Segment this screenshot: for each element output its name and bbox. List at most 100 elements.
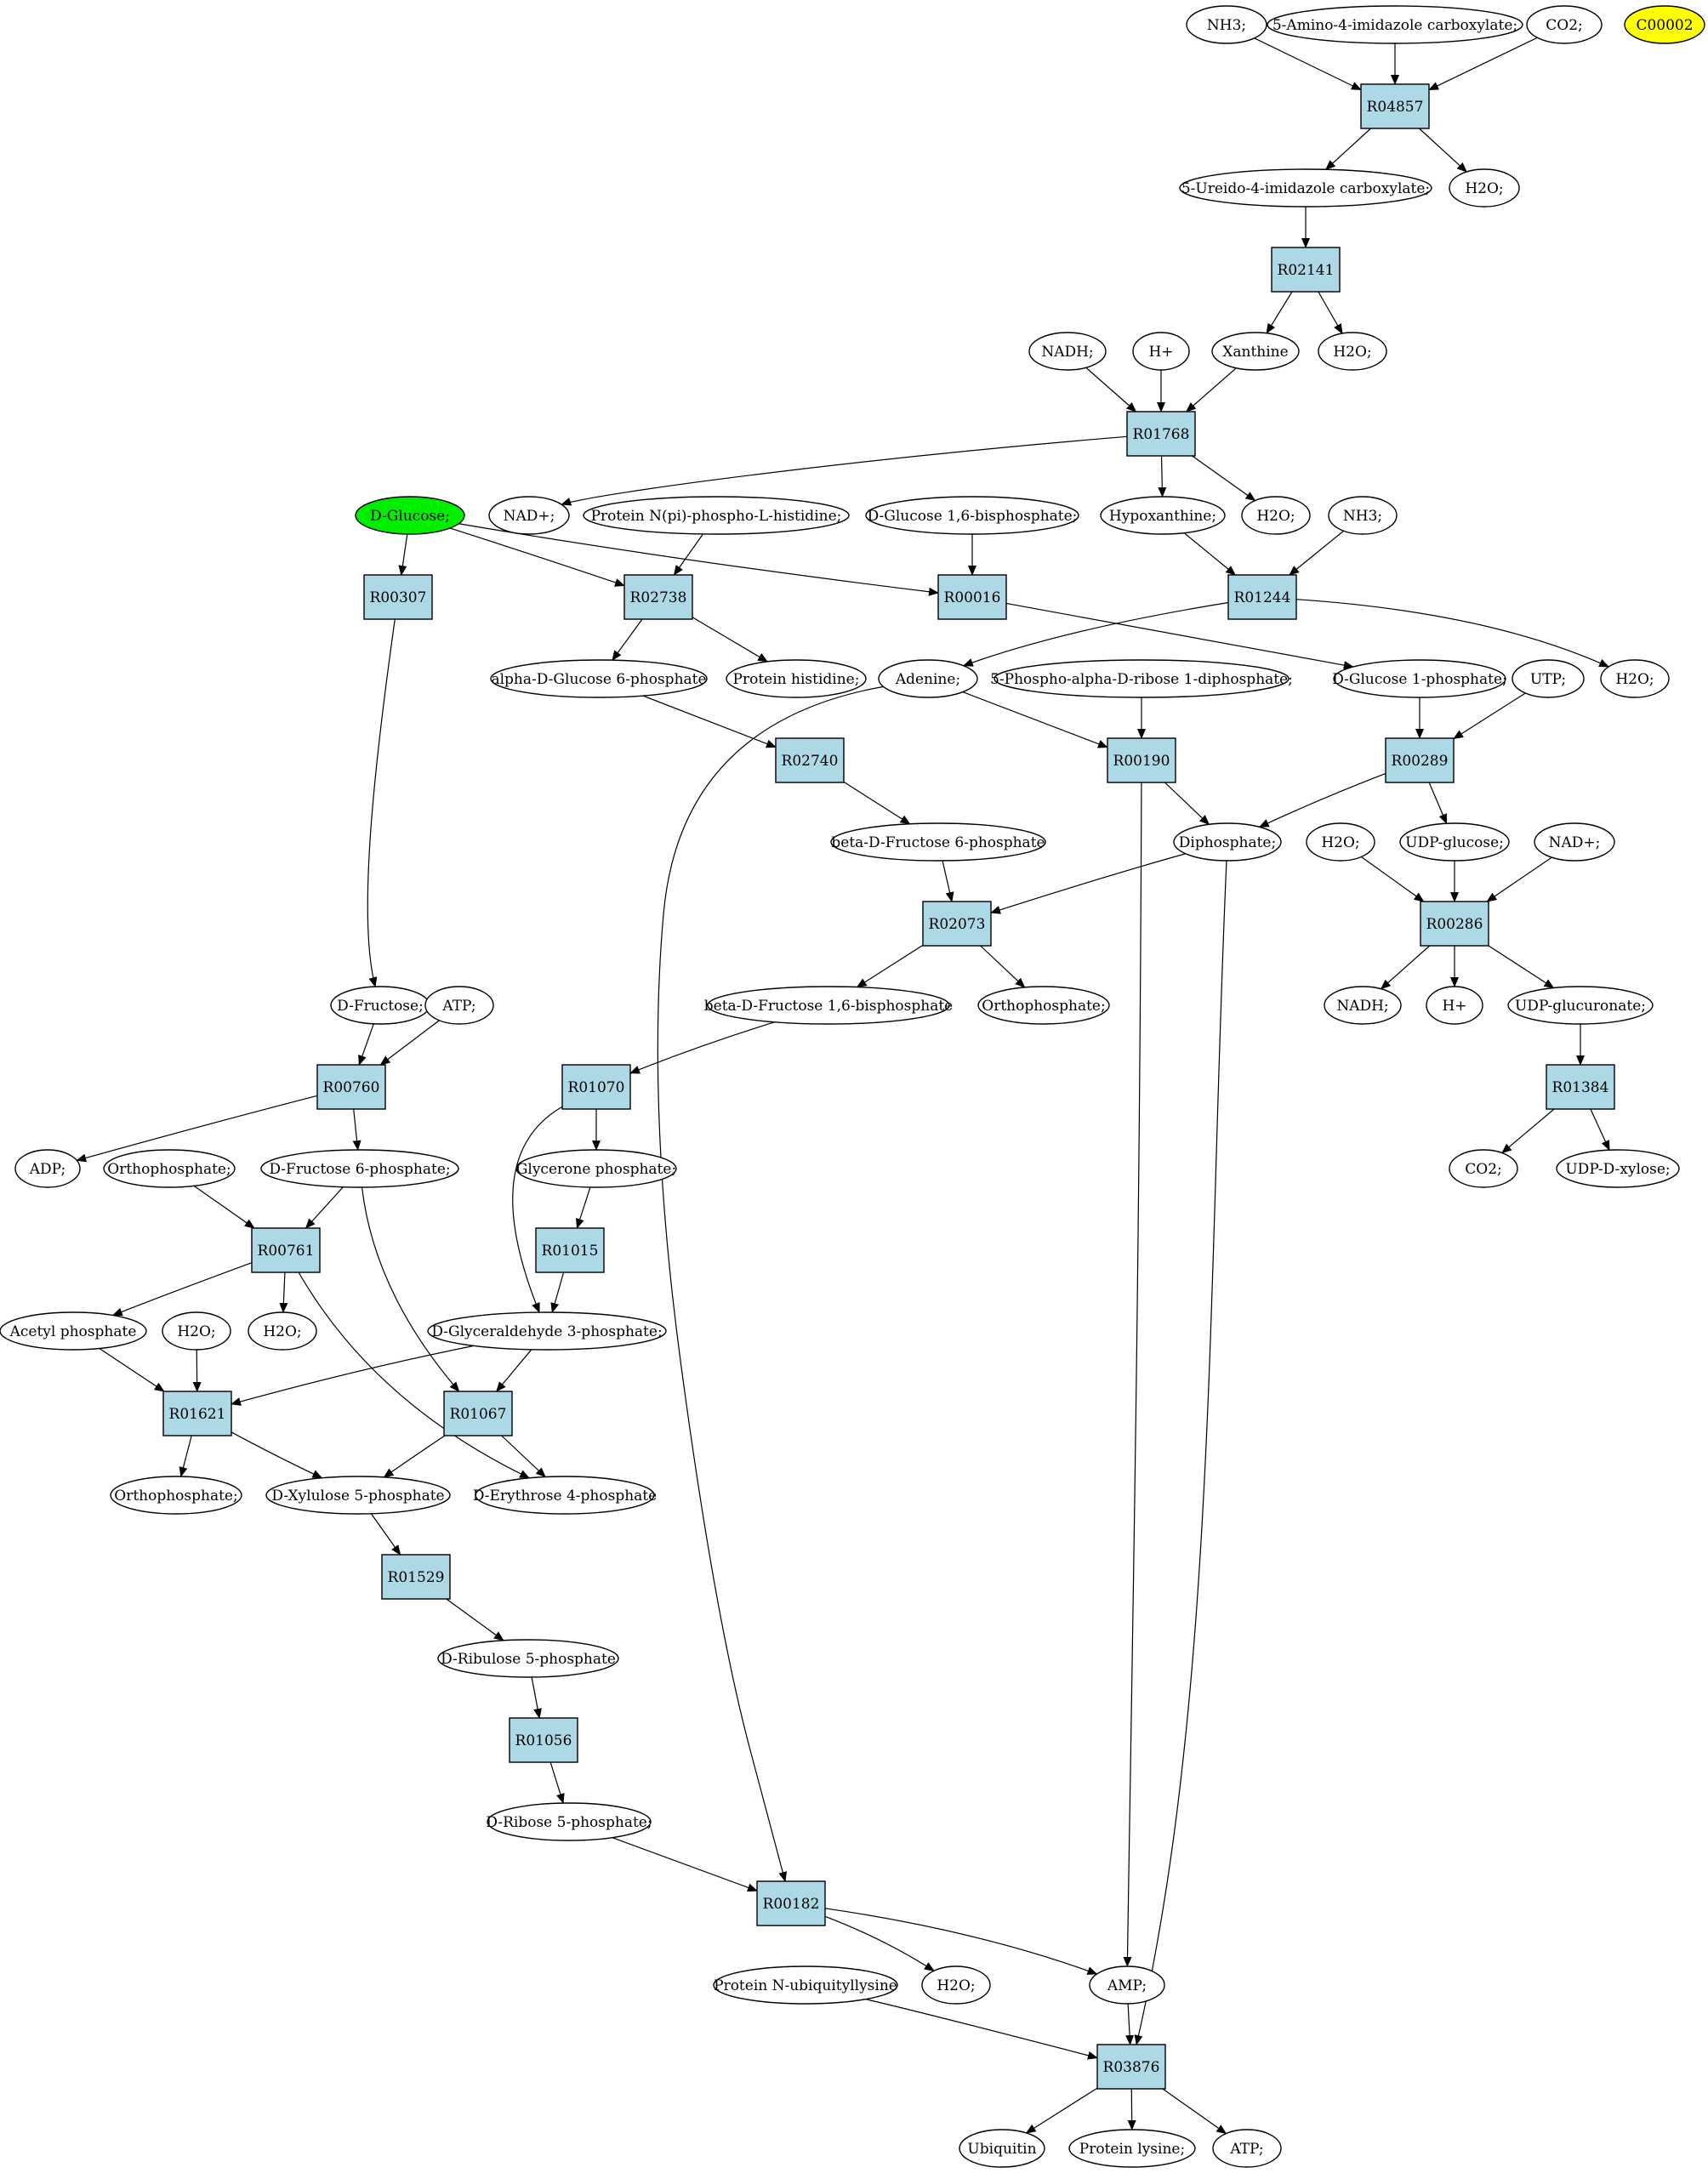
compound-beta-d-fructose-6-phosphate[interactable]: beta-D-Fructose 6-phosphate [830, 822, 1046, 862]
compound-co2-a[interactable]: CO2; [1526, 5, 1603, 44]
compound-label: beta-D-Fructose 1,6-bisphosphate [704, 998, 953, 1015]
compound-h2o-b[interactable]: H2O; [1318, 332, 1387, 371]
compound-adp[interactable]: ADP; [14, 1149, 81, 1188]
reaction-label: R01015 [542, 1243, 599, 1260]
reaction-r04857[interactable]: R04857 [1360, 83, 1430, 129]
reaction-label: R01056 [515, 1732, 572, 1749]
compound-adenine[interactable]: Adenine; [878, 659, 978, 698]
reaction-r01067[interactable]: R01067 [443, 1391, 513, 1436]
edge-d_xylulose_5_phosphate-to-r01529 [370, 1513, 401, 1556]
compound-d-fructose-6-phosphate[interactable]: D-Fructose 6-phosphate; [260, 1149, 459, 1188]
reaction-r00286[interactable]: R00286 [1420, 901, 1489, 947]
compound-h2o-d[interactable]: H2O; [1600, 659, 1670, 698]
compound-nh3-b[interactable]: NH3; [1328, 496, 1398, 535]
compound-d-glucose[interactable]: D-Glucose; [355, 496, 465, 535]
compound-nadh-a[interactable]: NADH; [1028, 332, 1107, 371]
compound-h-plus-b[interactable]: H+ [1426, 986, 1483, 1025]
edge-r01621-to-orthophosphate_c [179, 1435, 192, 1478]
edge-r00307-to-d_fructose [367, 618, 396, 988]
compound-alpha-d-glucose-6-phosphate[interactable]: alpha-D-Glucose 6-phosphate [490, 659, 708, 698]
compound-prpp[interactable]: 5-Phospho-alpha-D-ribose 1-diphosphate; [990, 659, 1293, 698]
compound-nad-b[interactable]: NAD+; [1534, 822, 1615, 862]
reaction-r00760[interactable]: R00760 [316, 1064, 386, 1110]
compound-d-glucose-1-phosphate[interactable]: D-Glucose 1-phosphate; [1332, 659, 1507, 698]
compound-h-plus-a[interactable]: H+ [1132, 332, 1190, 371]
compound-nh3-a[interactable]: NH3; [1186, 5, 1267, 44]
compound-amp[interactable]: AMP; [1089, 1965, 1165, 2005]
compound-label: ATP; [1229, 2141, 1263, 2158]
compound-atp-b[interactable]: ATP; [1212, 2129, 1282, 2168]
compound-h2o-c[interactable]: H2O; [1241, 496, 1311, 535]
compound-xanthine[interactable]: Xanthine [1211, 332, 1300, 371]
compound-d-glyceraldehyde-3-phosphate[interactable]: D-Glyceraldehyde 3-phosphate; [427, 1311, 667, 1351]
edge-r02740-to-beta_d_fructose_6_phosphate [843, 781, 911, 825]
compound-h2o-h[interactable]: H2O; [921, 1965, 991, 2005]
reaction-r00289[interactable]: R00289 [1385, 737, 1455, 783]
compound-udp-d-xylose[interactable]: UDP-D-xylose; [1556, 1149, 1680, 1188]
compound-d-ribose-5-phosphate[interactable]: D-Ribose 5-phosphate; [486, 1802, 652, 1841]
compound-h2o-f[interactable]: H2O; [162, 1311, 231, 1351]
reaction-r01384[interactable]: R01384 [1546, 1064, 1615, 1110]
edge-r01070-to-d_glyceraldehyde_3_phosphate [512, 1106, 563, 1313]
compound-orthophosphate-c[interactable]: Orthophosphate; [110, 1476, 242, 1515]
edge-orthophosphate_b-to-r00761 [193, 1185, 255, 1229]
compound-h2o-a[interactable]: H2O; [1449, 168, 1520, 208]
compound-ureido-imidazole-carboxylate[interactable]: 5-Ureido-4-imidazole carboxylate; [1179, 168, 1432, 208]
compound-nad-a[interactable]: NAD+; [488, 496, 570, 535]
reaction-r01768[interactable]: R01768 [1126, 411, 1196, 457]
reaction-r01015[interactable]: R01015 [535, 1227, 605, 1273]
reaction-r02740[interactable]: R02740 [775, 737, 845, 783]
edge-r00016-to-d_glucose_1_phosphate [1005, 602, 1354, 670]
compound-d-xylulose-5-phosphate[interactable]: D-Xylulose 5-phosphate [265, 1476, 451, 1515]
compound-protein-npi-phospho-histidine[interactable]: Protein N(pi)-phospho-L-histidine; [583, 496, 850, 535]
compound-ubiquitin[interactable]: Ubiquitin [959, 2129, 1045, 2168]
compound-label: CO2; [1465, 1161, 1502, 1178]
compound-d-ribulose-5-phosphate[interactable]: D-Ribulose 5-phosphate [437, 1639, 619, 1678]
compound-label: D-Glucose 1-phosphate; [1332, 671, 1507, 688]
reaction-r01244[interactable]: R01244 [1227, 574, 1297, 620]
edge-adenine-to-r00190 [962, 691, 1108, 748]
compound-beta-d-fructose-16-bisphosphate[interactable]: beta-D-Fructose 1,6-bisphosphate [704, 986, 953, 1025]
compound-h2o-e[interactable]: H2O; [1306, 822, 1375, 862]
compound-c00002[interactable]: C00002 [1624, 5, 1705, 44]
edge-r01768-to-h2o_c [1192, 455, 1256, 502]
edge-nh3_b-to-r01244 [1289, 530, 1344, 576]
compound-co2-b[interactable]: CO2; [1449, 1149, 1518, 1188]
reaction-r01056[interactable]: R01056 [509, 1717, 578, 1763]
compound-udp-glucose[interactable]: UDP-glucose; [1399, 822, 1510, 862]
compound-orthophosphate-a[interactable]: Orthophosphate; [977, 986, 1110, 1025]
compound-protein-lysine[interactable]: Protein lysine; [1068, 2129, 1196, 2168]
reaction-r01621[interactable]: R01621 [162, 1391, 232, 1436]
reaction-r00190[interactable]: R00190 [1107, 737, 1176, 783]
reaction-label: R01768 [1133, 426, 1190, 443]
compound-atp-a[interactable]: ATP; [424, 986, 494, 1025]
compound-d-erythrose-4-phosphate[interactable]: D-Erythrose 4-phosphate [473, 1476, 657, 1515]
compound-d-glucose-16-bisphosphate[interactable]: D-Glucose 1,6-bisphosphate; [865, 496, 1079, 535]
reaction-r01070[interactable]: R01070 [561, 1064, 631, 1110]
compound-nadh-b[interactable]: NADH; [1324, 986, 1402, 1025]
compound-acetyl-phosphate[interactable]: Acetyl phosphate [0, 1311, 147, 1351]
compound-protein-n-ubiquityllysine[interactable]: Protein N-ubiquityllysine [713, 1965, 898, 2005]
compound-hypoxanthine[interactable]: Hypoxanthine; [1100, 496, 1226, 535]
compound-udp-glucuronate[interactable]: UDP-glucuronate; [1507, 986, 1654, 1025]
compound-utp[interactable]: UTP; [1512, 659, 1585, 698]
compound-orthophosphate-b[interactable]: Orthophosphate; [103, 1149, 236, 1188]
reaction-r00761[interactable]: R00761 [251, 1227, 321, 1273]
edge-r00286-to-nadh_b [1380, 945, 1431, 990]
edge-r00286-to-udp_glucuronate [1488, 945, 1555, 989]
reaction-r02141[interactable]: R02141 [1271, 247, 1341, 293]
reaction-r02738[interactable]: R02738 [623, 574, 693, 620]
reaction-r00016[interactable]: R00016 [937, 574, 1007, 620]
compound-protein-histidine[interactable]: Protein histidine; [726, 659, 867, 698]
compound-h2o-g[interactable]: H2O; [248, 1311, 317, 1351]
compound-diphosphate[interactable]: Diphosphate; [1173, 822, 1282, 862]
compound-d-fructose[interactable]: D-Fructose; [330, 986, 430, 1025]
reaction-r02073[interactable]: R02073 [922, 901, 992, 947]
reaction-r00182[interactable]: R00182 [756, 1880, 826, 1926]
compound-amino-imidazole-carboxylate[interactable]: 5-Amino-4-imidazole carboxylate; [1267, 5, 1523, 44]
reaction-r00307[interactable]: R00307 [363, 574, 433, 620]
reaction-r03876[interactable]: R03876 [1096, 2044, 1166, 2090]
reaction-r01529[interactable]: R01529 [381, 1554, 451, 1600]
compound-glycerone-phosphate[interactable]: Glycerone phosphate; [515, 1149, 677, 1188]
